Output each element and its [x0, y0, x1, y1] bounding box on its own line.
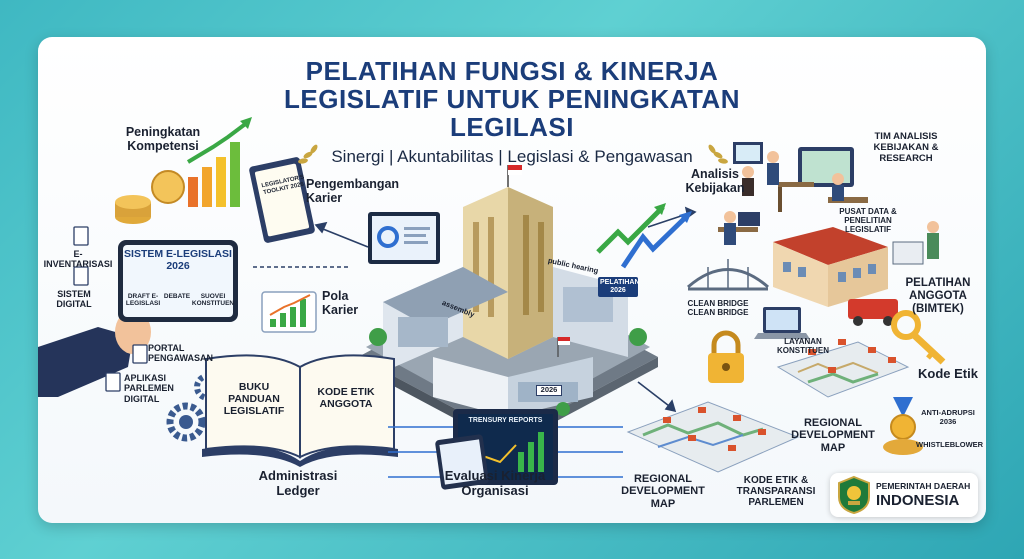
research-team-illustration	[718, 142, 868, 245]
label-kode-etik-anggota: KODE ETIK ANGGOTA	[317, 386, 375, 410]
label-suovei: SUOVEI KONSTITUEN	[191, 293, 235, 308]
label-kode-etik: Kode Etik	[918, 366, 978, 381]
bridge-illustration	[687, 259, 769, 291]
label-pusat-data: PUSAT DATA & PENELITIAN LEGISLATIF	[839, 207, 897, 235]
label-pengembangan-karier: Pengembangan Karier	[306, 177, 400, 205]
coins-chart-illustration	[115, 117, 252, 224]
layanan-laptop-illustration	[754, 307, 810, 339]
toolkit-clipboard-illustration	[249, 157, 315, 243]
dashboard-monitor-illustration	[368, 212, 440, 264]
illustration-layer	[38, 117, 946, 490]
padlock-icon	[708, 330, 744, 383]
title-line-1: PELATIHAN FUNGSI & KINERJA	[305, 56, 719, 86]
label-e-inventarisasi: E-INVENTARISASI	[43, 249, 113, 270]
label-buku-panduan: BUKU PANDUAN LEGISLATIF	[223, 381, 285, 417]
label-analisis-kebijakan: Analisis Kebijakan	[685, 167, 745, 195]
label-evaluasi-kinerja: Evaluasi Kinerja Organisasi	[444, 468, 546, 498]
document-icons	[73, 226, 148, 392]
label-tim-analisis: TIM ANALISIS KEBIJAKAN & RESEARCH	[873, 131, 939, 164]
badge-year: 2026	[536, 385, 562, 396]
regional-map-right-illustration	[776, 339, 910, 398]
label-pola-karier: Pola Karier	[322, 289, 359, 317]
label-peningkatan-kompetensi: Peningkatan Kompetensi	[125, 125, 201, 153]
evaluation-monitor-illustration	[388, 409, 623, 490]
data-center-building-illustration	[773, 221, 939, 326]
label-pelatihan-anggota: PELATIHAN ANGGOTA (BIMTEK)	[905, 277, 971, 315]
government-logo-box: PEMERINTAH DAERAH INDONESIA	[830, 473, 978, 517]
label-regional-map-bottom: REGIONAL DEVELOPMENT MAP	[621, 473, 705, 510]
hand-tablet-illustration	[38, 240, 238, 397]
label-clean-bridge: CLEAN BRIDGE CLEAN BRIDGE	[687, 299, 749, 318]
label-debate: DEBATE	[163, 293, 191, 300]
anti-corruption-medal-icon	[883, 397, 923, 455]
label-anti-korupsi: ANTI-ADRUPSI 2036	[921, 408, 975, 426]
title-line-2: LEGISLATIF UNTUK PENINGKATAN	[284, 84, 740, 114]
pola-karier-chart	[261, 291, 317, 333]
laurel-right-icon	[708, 144, 728, 164]
label-treasury-reports: TRENSURY REPORTS	[468, 417, 543, 424]
label-aplikasi-parlemen: APLIKASI PARLEMEN DIGITAL	[124, 373, 174, 404]
key-icon	[891, 310, 946, 365]
government-emblem-icon	[838, 475, 870, 515]
open-book-illustration	[202, 354, 398, 467]
regional-map-bottom-illustration	[626, 401, 800, 473]
logo-line-2: INDONESIA	[876, 492, 960, 509]
label-draft-elegislasi: DRAFT E-LEGISLASI	[125, 293, 161, 308]
label-sistem-digital: SISTEM DIGITAL	[56, 289, 92, 310]
label-whistleblower: WHISTLEBLOWER	[916, 440, 984, 449]
label-kode-etik-transparansi: KODE ETIK & TRANSPARANSI PARLEMEN	[736, 475, 816, 509]
page-subtitle: Sinergi | Akuntabilitas | Legislasi & Pe…	[331, 147, 693, 166]
label-regional-map-right: REGIONAL DEVELOPMENT MAP	[791, 417, 875, 454]
title-line-3: LEGILASI	[450, 112, 574, 142]
label-sistem-elegislasi: SISTEM E-LEGISLASI 2026	[124, 248, 232, 272]
label-administrasi-ledger: Administrasi Ledger	[258, 468, 338, 498]
infographic-frame: PELATIHAN FUNGSI & KINERJA LEGISLATIF UN…	[38, 37, 986, 523]
label-portal-pengawasan: PORTAL PENGAWASAN	[148, 343, 214, 364]
logo-line-1: PEMERINTAH DAERAH	[876, 481, 971, 491]
page-title: PELATIHAN FUNGSI & KINERJA LEGISLATIF UN…	[38, 57, 986, 141]
label-layanan-konstituen: LAYANAN KONSTITUEN	[777, 337, 829, 356]
central-building-illustration	[358, 165, 692, 447]
laurel-left-icon	[298, 144, 318, 164]
badge-pelatihan: PELATIHAN 2026	[598, 277, 640, 298]
